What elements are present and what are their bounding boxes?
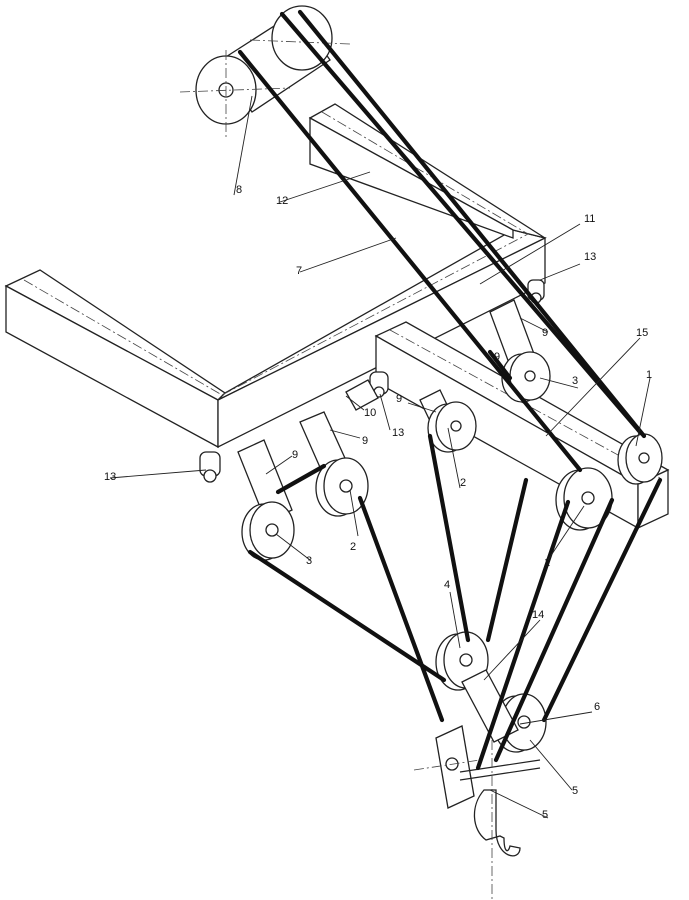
label-2-right: 2 — [460, 477, 466, 489]
part-labels: 8 12 7 11 13 9 15 1 3 9 10 13 9 9 13 2 2… — [104, 184, 652, 821]
label-15: 15 — [636, 327, 648, 339]
label-1-upper: 1 — [646, 369, 652, 381]
label-9-middle-right: 9 — [396, 393, 402, 405]
label-13-left: 13 — [104, 471, 116, 483]
bracket-9-a — [237, 439, 293, 523]
label-5-lower: 5 — [542, 809, 548, 821]
hook-block — [413, 669, 541, 900]
label-7: 7 — [296, 265, 302, 277]
label-3-right: 3 — [572, 375, 578, 387]
label-13-right: 13 — [584, 251, 596, 263]
hook — [473, 789, 521, 857]
label-9-left: 9 — [292, 449, 298, 461]
pulley-2-right — [427, 401, 477, 453]
pulley-1-upper — [617, 433, 663, 485]
cross-pin — [459, 759, 541, 773]
label-11: 11 — [584, 213, 595, 225]
label-9-right: 9 — [542, 327, 548, 339]
label-6: 6 — [594, 701, 600, 713]
rope-system — [237, 9, 663, 771]
label-4: 4 — [444, 579, 450, 591]
label-12: 12 — [276, 195, 288, 207]
label-13-middle: 13 — [392, 427, 404, 439]
pulley-3-right — [501, 351, 551, 403]
pulley-4 — [435, 631, 489, 691]
label-9-middle: 9 — [362, 435, 368, 447]
pulley-1-lower — [555, 467, 613, 531]
leader-lines — [109, 95, 651, 819]
label-3-left: 3 — [306, 555, 312, 567]
pulley-2-left — [315, 457, 369, 517]
label-10: 10 — [364, 407, 376, 419]
label-14: 14 — [532, 609, 544, 621]
pivot-13-left — [199, 451, 221, 483]
pulley-3-left — [241, 501, 295, 561]
link-14 — [461, 669, 519, 743]
pivot-13-right — [527, 279, 545, 304]
label-2-left: 2 — [350, 541, 356, 553]
label-9-top: 9 — [494, 351, 500, 363]
label-8: 8 — [236, 184, 242, 196]
label-5-upper: 5 — [572, 785, 578, 797]
label-1-lower: 1 — [544, 557, 550, 569]
